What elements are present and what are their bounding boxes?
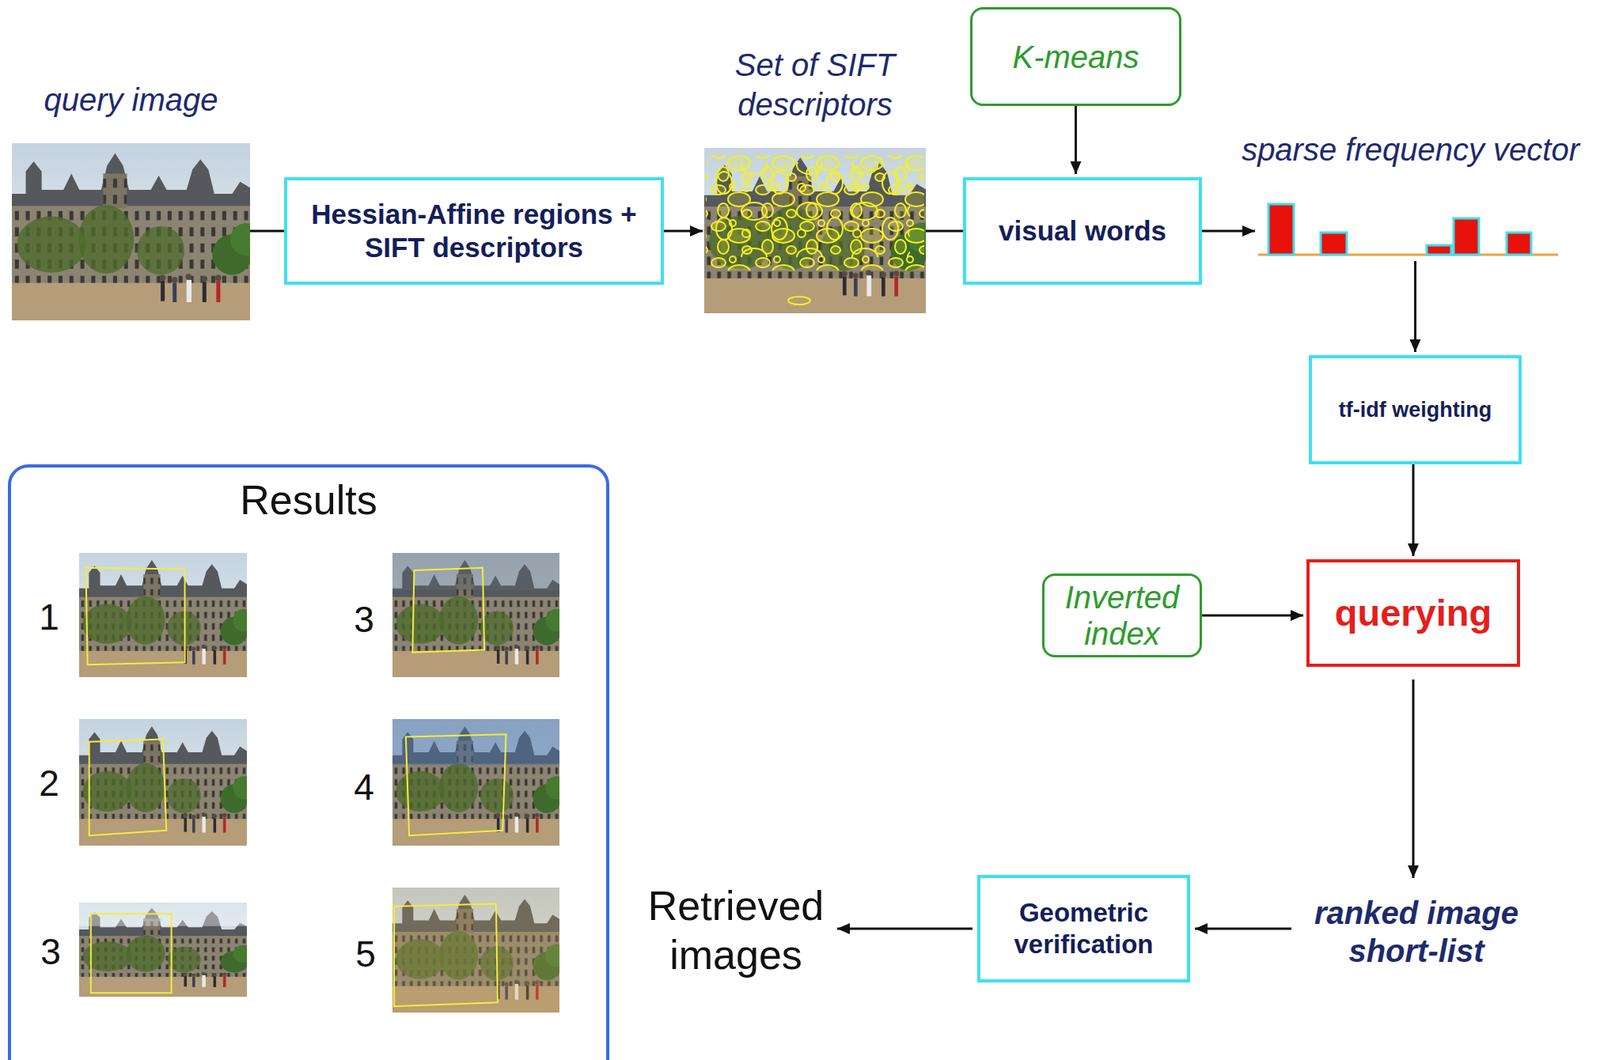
callout-number: 1 <box>38 597 60 638</box>
output-label: Retrieved images <box>647 881 825 981</box>
result-thumbnail <box>79 902 256 998</box>
results-panel: Results <box>7 464 610 1060</box>
callout-number: 3 <box>353 599 375 641</box>
box-label: visual words <box>998 214 1167 248</box>
input-box: K-means <box>970 7 1182 107</box>
input-box: Inverted index <box>1042 573 1202 658</box>
query-photo-image <box>11 143 262 321</box>
flow-arrow <box>663 230 703 233</box>
box-label: K-means <box>1012 38 1139 76</box>
flow-arrow <box>1412 464 1415 557</box>
box-label: Geometric verification <box>986 897 1181 960</box>
frequency-histogram <box>1258 204 1559 255</box>
box-label: tf-idf weighting <box>1338 397 1492 423</box>
histogram: sparse frequency vector <box>1258 197 1563 262</box>
flow-arrow <box>837 928 973 931</box>
panel-title: Results <box>11 475 607 525</box>
box-label: Inverted index <box>1050 579 1194 653</box>
box-label: querying <box>1334 591 1492 636</box>
result-thumbnail <box>392 719 569 846</box>
result-thumbnail <box>392 887 569 1013</box>
image-caption: query image <box>43 79 218 120</box>
stage-text: ranked image short-list <box>1297 886 1536 978</box>
flow-arrow <box>1412 679 1415 879</box>
flow-arrow <box>1201 230 1255 233</box>
descriptor-photo-image <box>704 147 937 314</box>
process-box: Geometric verification <box>977 875 1191 983</box>
descriptor-photo: Set of SIFT descriptors <box>704 147 926 314</box>
flow-arrow <box>925 230 964 233</box>
result-thumbnail <box>79 719 256 846</box>
flow-arrow <box>1201 614 1304 618</box>
query-box: querying <box>1306 559 1521 668</box>
process-box: visual words <box>963 177 1202 285</box>
callout-number: 5 <box>355 934 376 975</box>
chart-caption: sparse frequency vector <box>1241 129 1580 170</box>
process-box: Hessian-Affine regions + SIFT descriptor… <box>284 177 664 285</box>
result-thumbnail <box>392 553 569 678</box>
flow-arrow <box>250 230 285 233</box>
box-label: Hessian-Affine regions + SIFT descriptor… <box>293 197 655 265</box>
query-photo: query image <box>11 143 251 321</box>
process-box: tf-idf weighting <box>1308 355 1522 465</box>
output-text: Retrieved images <box>640 878 831 984</box>
flow-arrow <box>1194 928 1292 931</box>
flow-arrow <box>1414 261 1417 353</box>
stage-label: ranked image short-list <box>1304 894 1529 971</box>
flow-arrow <box>1074 106 1077 175</box>
callout-number: 2 <box>38 763 60 804</box>
image-caption: Set of SIFT descriptors <box>700 45 930 125</box>
callout-number: 4 <box>353 767 375 808</box>
callout-number: 3 <box>40 932 61 973</box>
result-thumbnail <box>79 553 256 678</box>
connectors <box>250 106 1416 929</box>
